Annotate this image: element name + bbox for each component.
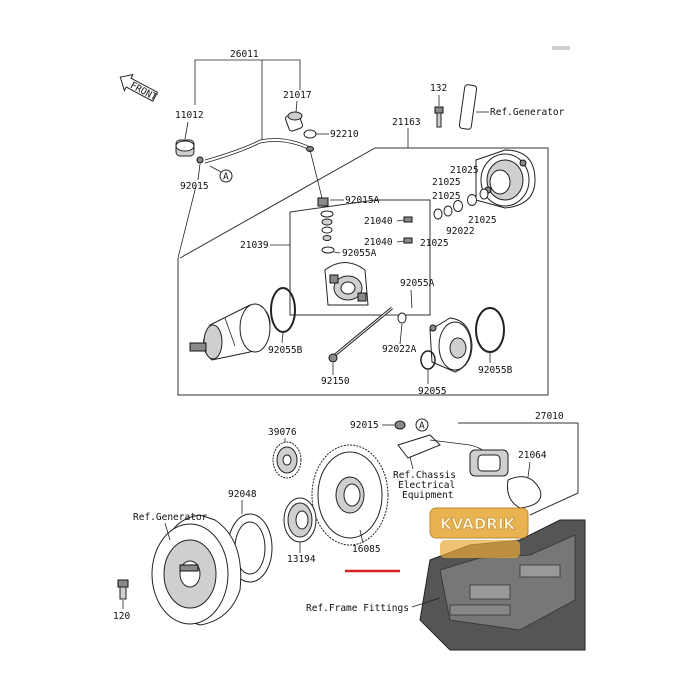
o-ring-92055B-right — [475, 307, 505, 353]
starter-clutch-gear — [311, 444, 389, 546]
svg-text:A: A — [419, 421, 425, 432]
relay-group-frame — [458, 422, 579, 516]
cable-drop — [309, 149, 323, 199]
part-13194: 13194 — [287, 554, 316, 565]
brush-plate — [324, 262, 369, 306]
bolt-120 — [117, 579, 129, 600]
part-16085: 16085 — [352, 544, 381, 555]
leader-ref-generator-left — [164, 522, 171, 541]
frame-fittings — [419, 519, 586, 651]
part-92055A-upper: 92055A — [342, 248, 377, 259]
leader-21064 — [527, 461, 531, 478]
ref-frame-fittings: Ref.Frame Fittings — [306, 603, 409, 614]
part-120: 120 — [113, 611, 130, 622]
part-21039: 21039 — [240, 240, 269, 251]
through-bolt — [328, 306, 393, 363]
idle-gear-39076 — [272, 441, 302, 479]
drive-end-housing — [429, 317, 473, 373]
bolt-92015-lower — [394, 420, 406, 430]
svg-text:A: A — [223, 172, 229, 183]
starter-cable — [175, 111, 317, 164]
terminal-bolt — [317, 197, 335, 254]
front-arrow-icon: FRONT — [119, 74, 159, 103]
leader-16085 — [359, 529, 364, 544]
ref-chassis-1: Ref.Chassis — [393, 470, 456, 481]
washer-92022A — [397, 312, 407, 324]
part-21163: 21163 — [392, 117, 421, 128]
part-21025-d: 21025 — [468, 215, 497, 226]
part-132: 132 — [430, 83, 447, 94]
starter-motor — [189, 303, 271, 361]
front-label: FRONT — [128, 80, 159, 103]
part-92048: 92048 — [228, 489, 257, 500]
part-21025-c: 21025 — [432, 191, 461, 202]
o-ring-92055 — [420, 350, 436, 370]
ref-generator-left: Ref.Generator — [133, 512, 208, 523]
ref-chassis-3: Equipment — [402, 490, 453, 501]
part-21025-e: 21025 — [420, 238, 449, 249]
svg-text:KVADRIK: KVADRIK — [440, 515, 516, 533]
frame-corner-line — [177, 185, 197, 259]
leader-ref-chassis — [409, 456, 414, 470]
one-way-clutch — [283, 497, 317, 543]
part-92055B-left: 92055B — [268, 345, 303, 356]
leader-92055A-lower — [410, 289, 413, 309]
bolt-132 — [434, 106, 444, 128]
starter-relay — [397, 434, 542, 509]
part-21040-b: 21040 — [364, 237, 393, 248]
callout-a-lower: A — [415, 418, 429, 432]
part-92055B-right: 92055B — [478, 365, 513, 376]
callout-a-upper: A — [209, 165, 233, 183]
kvadrik-watermark-logo: KVADRIK — [429, 507, 529, 558]
leader-21017 — [295, 100, 298, 113]
part-39076: 39076 — [268, 427, 297, 438]
leader-11012 — [184, 121, 189, 140]
brush-screws — [396, 216, 413, 244]
generator-flywheel — [151, 514, 242, 626]
part-92022A: 92022A — [382, 344, 417, 355]
leader-92022A — [399, 323, 403, 345]
part-21040-a: 21040 — [364, 216, 393, 227]
starter-end-cover — [475, 149, 536, 209]
page-number-mark — [552, 46, 570, 50]
generator-stud — [458, 84, 478, 130]
leader-26011 — [194, 59, 301, 105]
leader-92055B-left — [281, 332, 284, 344]
leader-92055A-upper — [333, 251, 341, 254]
part-21025-b: 21025 — [432, 177, 461, 188]
part-92015-lower: 92015 — [350, 420, 379, 431]
ref-chassis-2: Electrical — [398, 480, 455, 491]
part-92015-upper: 92015 — [180, 181, 209, 192]
ref-generator-top: Ref.Generator — [490, 107, 565, 118]
part-11012: 11012 — [175, 110, 204, 121]
leader-92015-upper — [197, 163, 201, 181]
part-92015A: 92015A — [345, 195, 380, 206]
part-92055A-lower: 92055A — [400, 278, 435, 289]
part-92022: 92022 — [446, 226, 475, 237]
part-92150: 92150 — [321, 376, 350, 387]
part-27010: 27010 — [535, 411, 564, 422]
leader-ref-frame — [411, 597, 441, 608]
starter-group-frame — [177, 147, 549, 396]
part-92055: 92055 — [418, 386, 447, 397]
part-21017: 21017 — [283, 90, 312, 101]
part-21025-a: 21025 — [450, 165, 479, 176]
brush-holder-frame — [289, 199, 431, 316]
part-26011: 26011 — [230, 49, 259, 60]
part-92210: 92210 — [330, 129, 359, 140]
o-ring-92055B-left — [270, 287, 296, 333]
washer-cluster — [433, 188, 489, 220]
part-21064: 21064 — [518, 450, 547, 461]
